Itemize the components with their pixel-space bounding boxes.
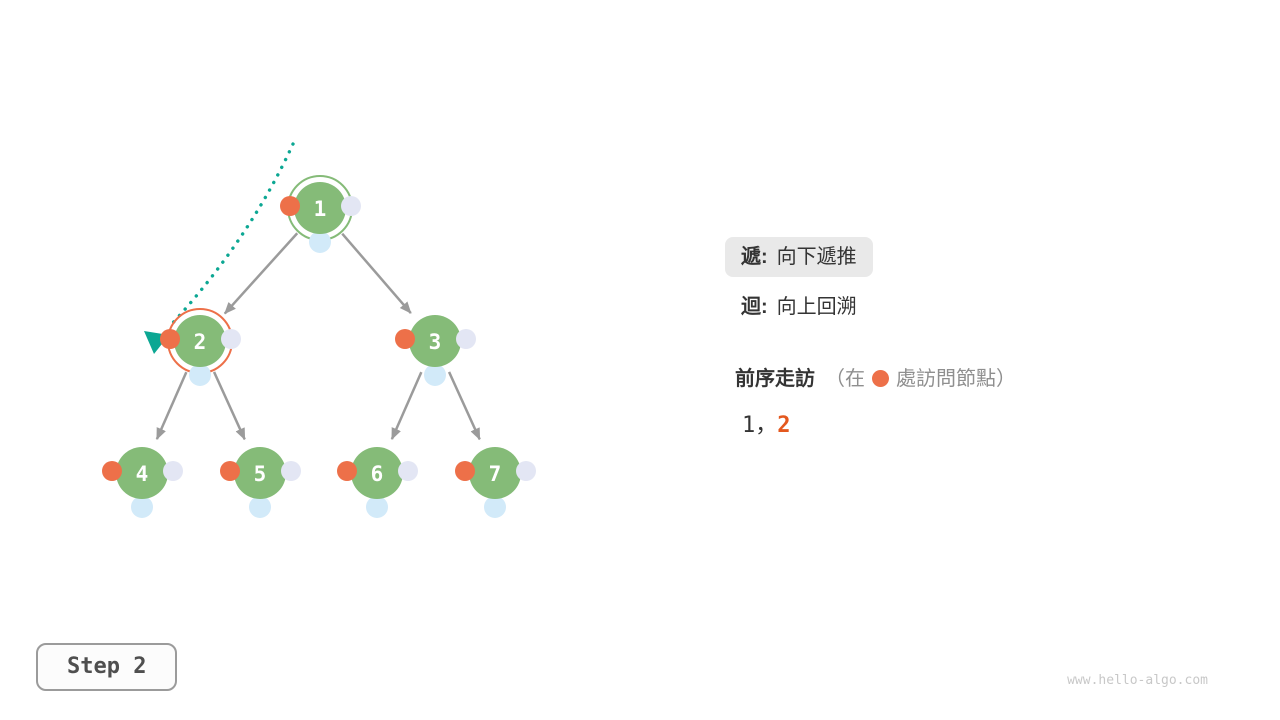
sequence-visited: 1， bbox=[742, 413, 778, 438]
tree-node-3: 3 bbox=[395, 315, 476, 386]
node-circle bbox=[409, 315, 461, 367]
traversal-note-open: （在 bbox=[825, 368, 865, 390]
inorder-dot-icon bbox=[249, 496, 271, 518]
preorder-dot-icon bbox=[337, 461, 357, 481]
node-circle bbox=[116, 447, 168, 499]
legend-return: 迴: 向上回溯 bbox=[741, 294, 857, 320]
postorder-dot-icon bbox=[341, 196, 361, 216]
preorder-dot-icon bbox=[280, 196, 300, 216]
sequence-current: 2 bbox=[777, 413, 791, 438]
tree-node-7: 7 bbox=[455, 447, 536, 518]
step-badge: Step 2 bbox=[36, 643, 178, 691]
node-value-label: 5 bbox=[254, 462, 267, 486]
node-circle bbox=[294, 182, 346, 234]
tree-nodes: 1 2 3 4 5 6 7 bbox=[102, 175, 536, 518]
preorder-dot-icon bbox=[220, 461, 240, 481]
preorder-dot-icon bbox=[455, 461, 475, 481]
visit-dot-icon bbox=[872, 370, 889, 387]
postorder-dot-icon bbox=[163, 461, 183, 481]
preorder-dot-icon bbox=[102, 461, 122, 481]
preorder-dot-icon bbox=[395, 329, 415, 349]
tree-edge-arrow bbox=[223, 232, 299, 315]
node-circle bbox=[469, 447, 521, 499]
traversal-sequence: 1，2 bbox=[742, 412, 791, 440]
inorder-dot-icon bbox=[366, 496, 388, 518]
inorder-dot-icon bbox=[189, 364, 211, 386]
node-value-label: 2 bbox=[194, 330, 207, 354]
legend-traversal: 前序走訪 （在 處訪問節點） bbox=[735, 366, 1016, 392]
tree-node-5: 5 bbox=[220, 447, 301, 518]
node-circle bbox=[174, 315, 226, 367]
legend-recurse-term: 遞: bbox=[741, 246, 768, 268]
inorder-dot-icon bbox=[131, 496, 153, 518]
tree-edge-arrow bbox=[155, 371, 188, 441]
postorder-dot-icon bbox=[516, 461, 536, 481]
traversal-curve bbox=[168, 142, 295, 328]
tree-edge-arrow bbox=[447, 371, 481, 441]
tree-node-6: 6 bbox=[337, 447, 418, 518]
node-value-label: 3 bbox=[429, 330, 442, 354]
tree-node-2: 2 bbox=[160, 308, 241, 386]
tree-edges bbox=[155, 232, 481, 441]
postorder-dot-icon bbox=[456, 329, 476, 349]
legend-recurse: 遞: 向下遞推 bbox=[725, 237, 873, 277]
node-value-label: 6 bbox=[371, 462, 384, 486]
node-circle bbox=[234, 447, 286, 499]
inorder-dot-icon bbox=[484, 496, 506, 518]
watermark: www.hello-algo.com bbox=[1067, 673, 1208, 688]
postorder-dot-icon bbox=[281, 461, 301, 481]
legend-return-desc: 向上回溯 bbox=[776, 296, 857, 318]
inorder-dot-icon bbox=[424, 364, 446, 386]
postorder-dot-icon bbox=[398, 461, 418, 481]
tree-node-1: 1 bbox=[280, 175, 361, 253]
postorder-dot-icon bbox=[221, 329, 241, 349]
tree-edge-arrow bbox=[341, 232, 412, 314]
tree-edge-arrow bbox=[390, 371, 423, 441]
step-label: Step 2 bbox=[67, 654, 147, 679]
tree-node-4: 4 bbox=[102, 447, 183, 518]
node-value-label: 4 bbox=[136, 462, 149, 486]
node-value-label: 1 bbox=[314, 197, 327, 221]
preorder-dot-icon bbox=[160, 329, 180, 349]
legend-recurse-desc: 向下遞推 bbox=[776, 246, 857, 268]
traversal-note-close: 處訪問節點） bbox=[896, 368, 1016, 390]
node-value-label: 7 bbox=[489, 462, 502, 486]
node-circle bbox=[351, 447, 403, 499]
traversal-title: 前序走訪 bbox=[735, 368, 815, 390]
inorder-dot-icon bbox=[309, 231, 331, 253]
tree-edge-arrow bbox=[212, 371, 246, 441]
legend-return-term: 迴: bbox=[741, 296, 768, 318]
